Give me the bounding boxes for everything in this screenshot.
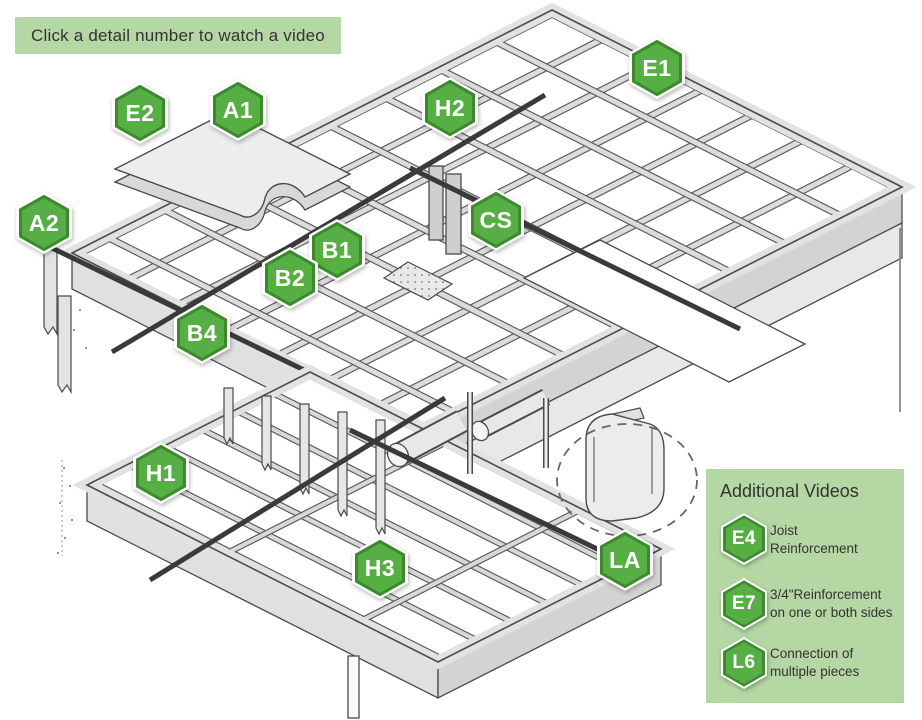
detail-badge-e1[interactable]: E1: [629, 37, 685, 99]
badge-label: L6: [732, 652, 756, 673]
panel-title: Additional Videos: [720, 481, 859, 501]
detail-badge-e2[interactable]: E2: [112, 82, 168, 144]
badge-label: LA: [609, 546, 641, 573]
video-badge-l6[interactable]: L6: [721, 637, 767, 689]
video-badge-e4[interactable]: E4: [721, 513, 767, 565]
badge-label: H2: [434, 94, 466, 121]
wall-speckle: [56, 308, 88, 555]
badge-label: A2: [28, 209, 60, 236]
detail-badge-h3[interactable]: H3: [352, 537, 408, 599]
badge-label: B2: [274, 264, 306, 291]
badge-label: E4: [731, 528, 757, 549]
strap-bridging-lower: [148, 395, 647, 583]
instruction-text: Click a detail number to watch a video: [31, 25, 325, 45]
video-label-e4: Joist Reinforcement: [770, 523, 858, 556]
detail-badge-b2[interactable]: B2: [262, 247, 318, 309]
detail-badge-a2[interactable]: A2: [16, 192, 72, 254]
lower-deck: [56, 308, 676, 719]
detail-badge-a1[interactable]: A1: [210, 79, 266, 141]
badge-label: H3: [364, 554, 396, 581]
badge-label: A1: [222, 96, 254, 123]
video-label-e7: 3/4"Reinforcement on one or both sides: [770, 587, 893, 620]
video-badge-e7[interactable]: E7: [721, 578, 767, 630]
detail-badge-h2[interactable]: H2: [422, 77, 478, 139]
instruction-banner: Click a detail number to watch a video: [15, 17, 341, 54]
badge-label: B4: [186, 319, 218, 346]
detail-badge-b1[interactable]: B1: [309, 219, 365, 281]
badge-label: E2: [125, 99, 155, 126]
badge-label: E7: [731, 593, 757, 614]
badge-label: E1: [642, 54, 672, 81]
detail-badge-b4[interactable]: B4: [174, 302, 230, 364]
detail-badge-h1[interactable]: H1: [133, 442, 189, 504]
badge-label: CS: [479, 206, 513, 233]
additional-videos-panel: Additional Videos E4 Joist Reinforcement…: [706, 469, 904, 703]
video-label-l6: Connection of multiple pieces: [770, 646, 860, 679]
badge-label: H1: [145, 459, 177, 486]
detail-badge-cs[interactable]: CS: [468, 189, 524, 251]
service-pipes: [386, 388, 551, 474]
detail-badge-la[interactable]: LA: [597, 529, 653, 591]
badge-label: B1: [321, 236, 353, 263]
